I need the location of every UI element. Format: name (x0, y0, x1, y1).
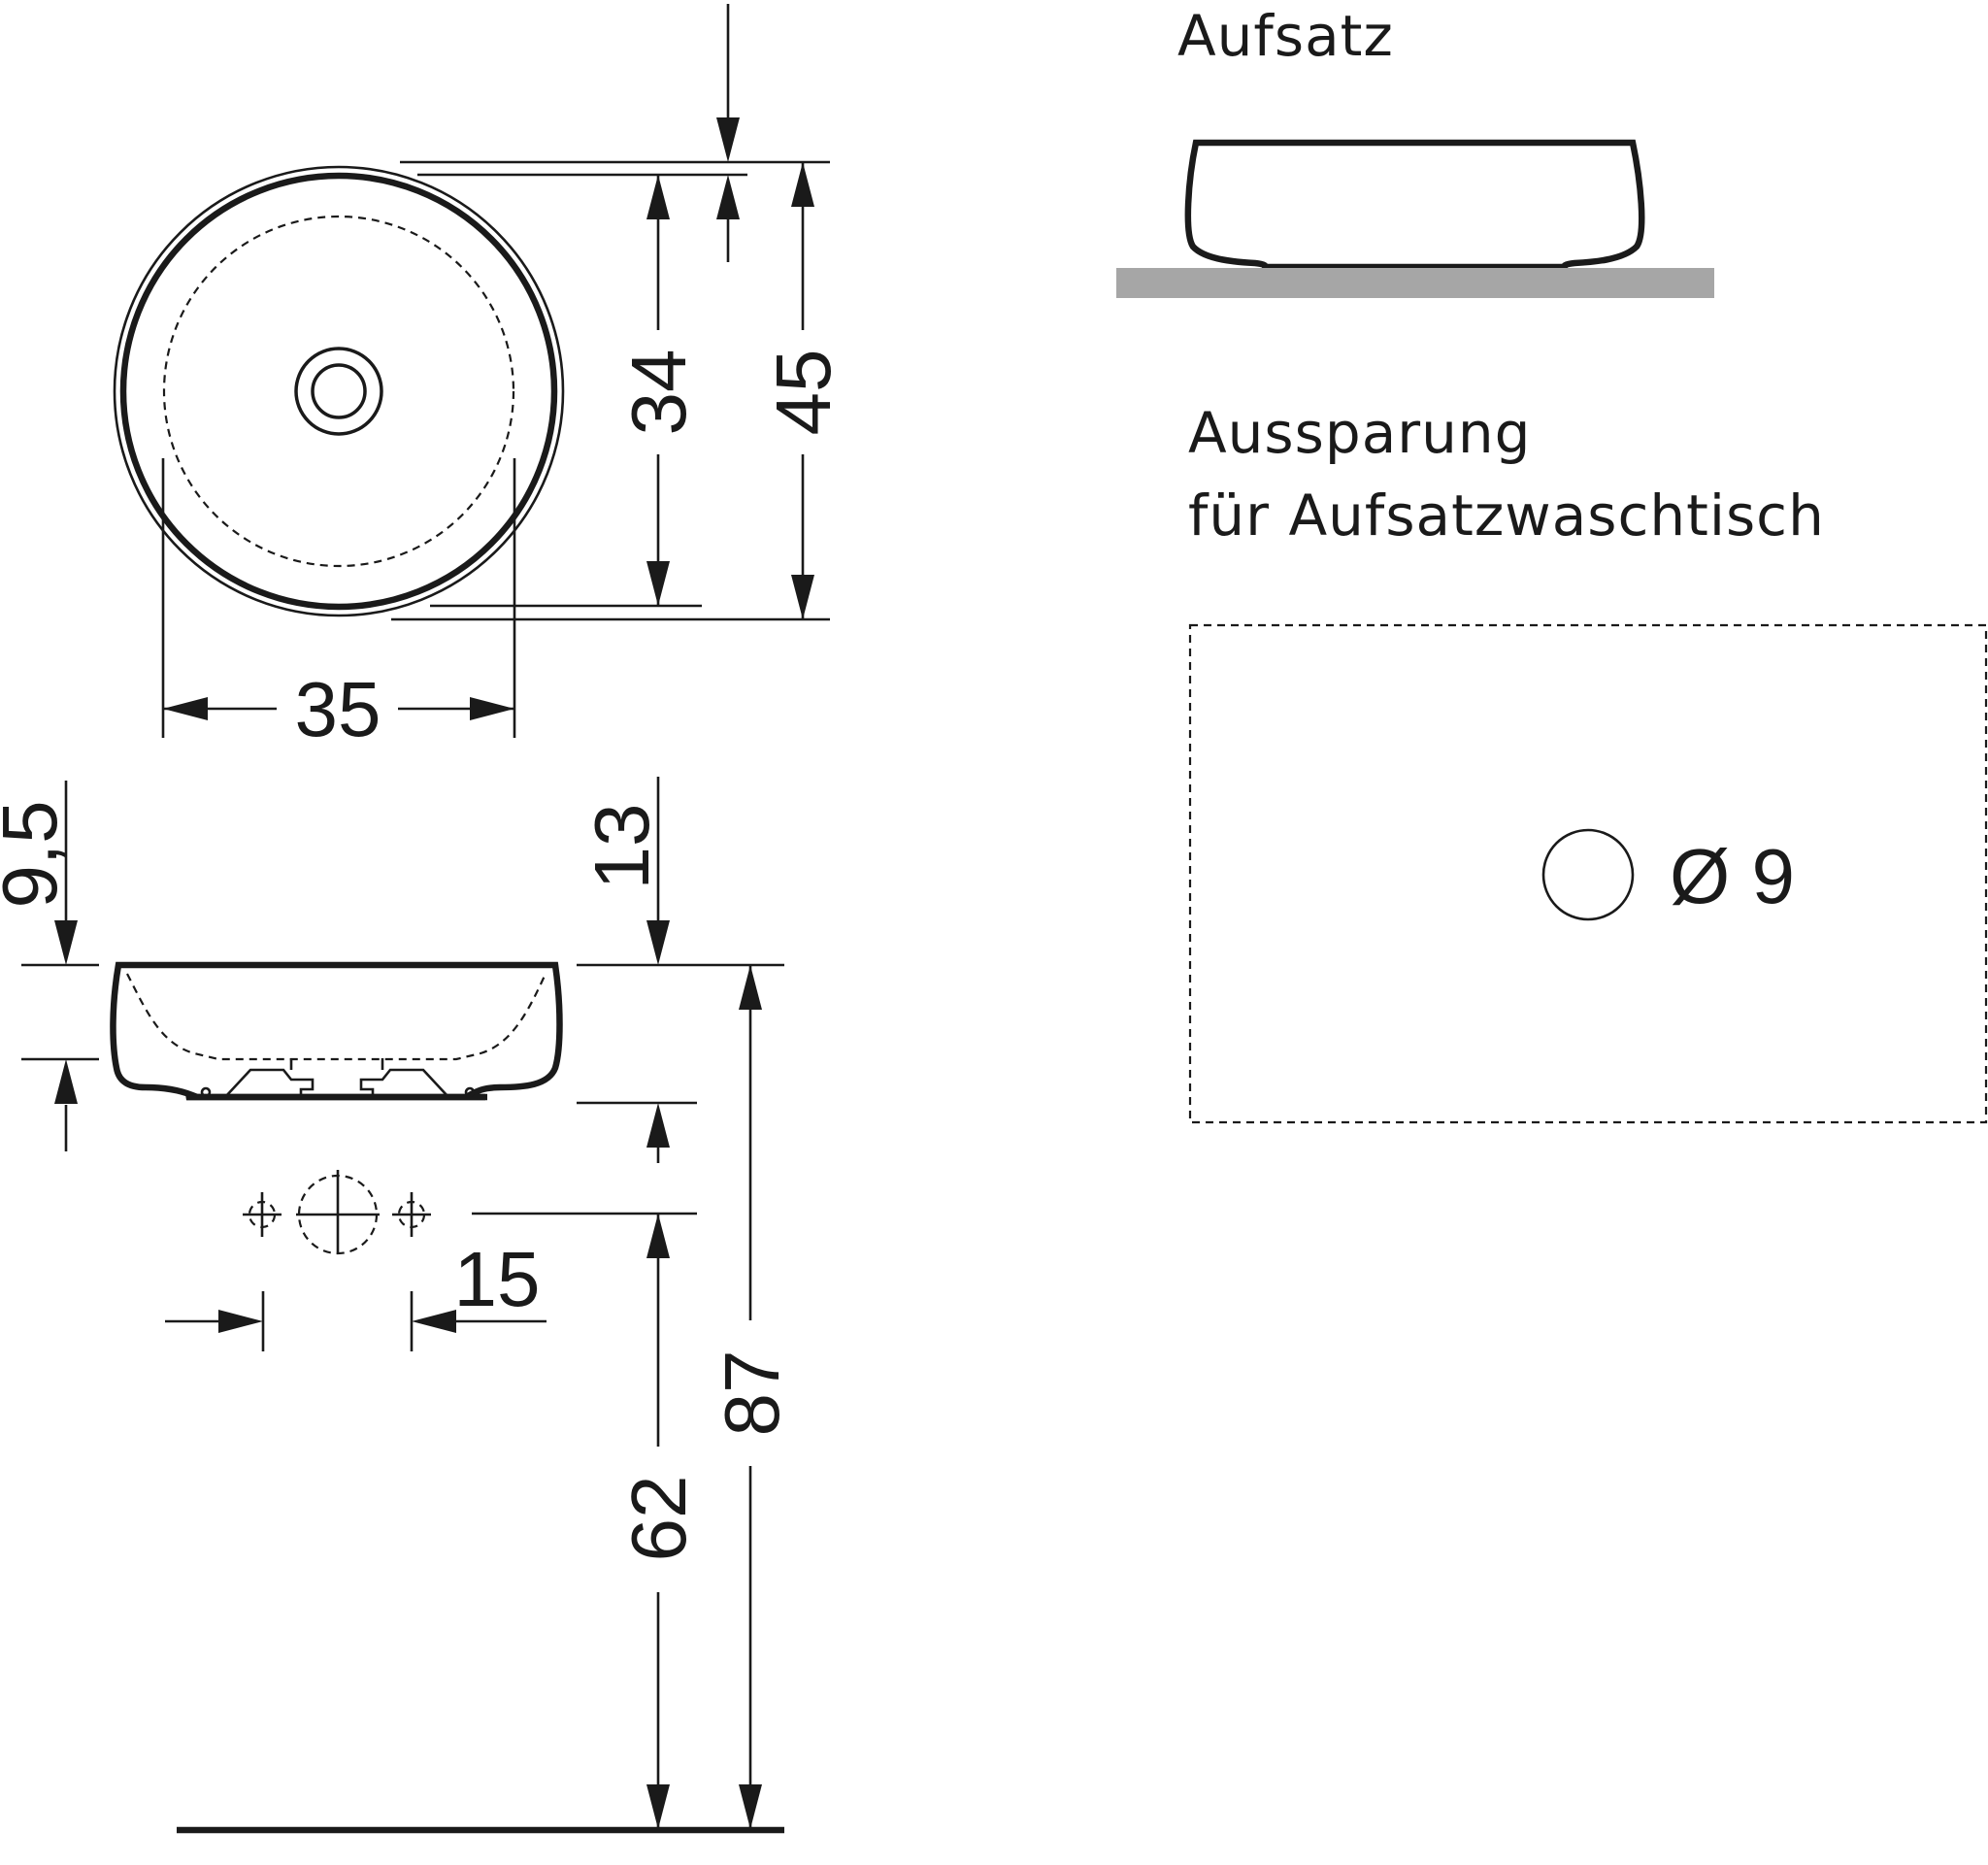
basin-floor-dashed-circle (162, 215, 515, 568)
dim-label-34: 34 (615, 350, 702, 436)
aufsatz-basin-outline (1184, 139, 1645, 271)
dim-rim-offset (400, 4, 830, 262)
dim-label-9-5: 9,5 (0, 800, 73, 908)
drain-hole-circle (1541, 828, 1635, 921)
dim-height-13: 13 (577, 777, 784, 1163)
label-hole-diameter: Ø 9 (1670, 833, 1795, 919)
outer-rim-circle (113, 165, 565, 617)
basin-inner-dashed (126, 973, 547, 1061)
basin-side-outline (110, 961, 563, 1101)
basin-foot-detail (224, 1058, 449, 1098)
dim-label-87: 87 (709, 1350, 795, 1437)
dim-height-9-5: 9,5 (0, 781, 99, 1151)
label-aussparung: Aussparung (1188, 400, 1531, 466)
dim-tap-spacing-15: 15 (165, 1236, 547, 1351)
drain-outer-circle (294, 347, 383, 436)
tap-holes (243, 1170, 697, 1255)
dim-label-15: 15 (454, 1236, 541, 1322)
top-view (113, 165, 565, 617)
dim-depth-34: 34 (430, 175, 702, 608)
dim-height-87: 87 (709, 965, 795, 1829)
bowl-edge-circle (119, 172, 558, 611)
countertop-bar (1116, 268, 1714, 298)
dim-label-45: 45 (760, 350, 846, 436)
label-aufsatz: Aufsatz (1177, 3, 1394, 69)
dim-label-62: 62 (615, 1476, 702, 1562)
label-fuer-aufsatzwaschtisch: für Aufsatzwaschtisch (1188, 483, 1825, 549)
aufsatz-illustration (1116, 139, 1714, 298)
dim-label-13: 13 (579, 804, 665, 890)
dim-depth-45: 45 (391, 162, 846, 621)
dim-label-35: 35 (295, 666, 381, 752)
drain-inner-circle (311, 363, 367, 419)
dim-width-35: 35 (161, 458, 516, 752)
front-view (110, 961, 563, 1101)
cutout-dashed-rectangle (1188, 623, 1988, 1124)
dim-height-62: 62 (615, 1214, 702, 1829)
